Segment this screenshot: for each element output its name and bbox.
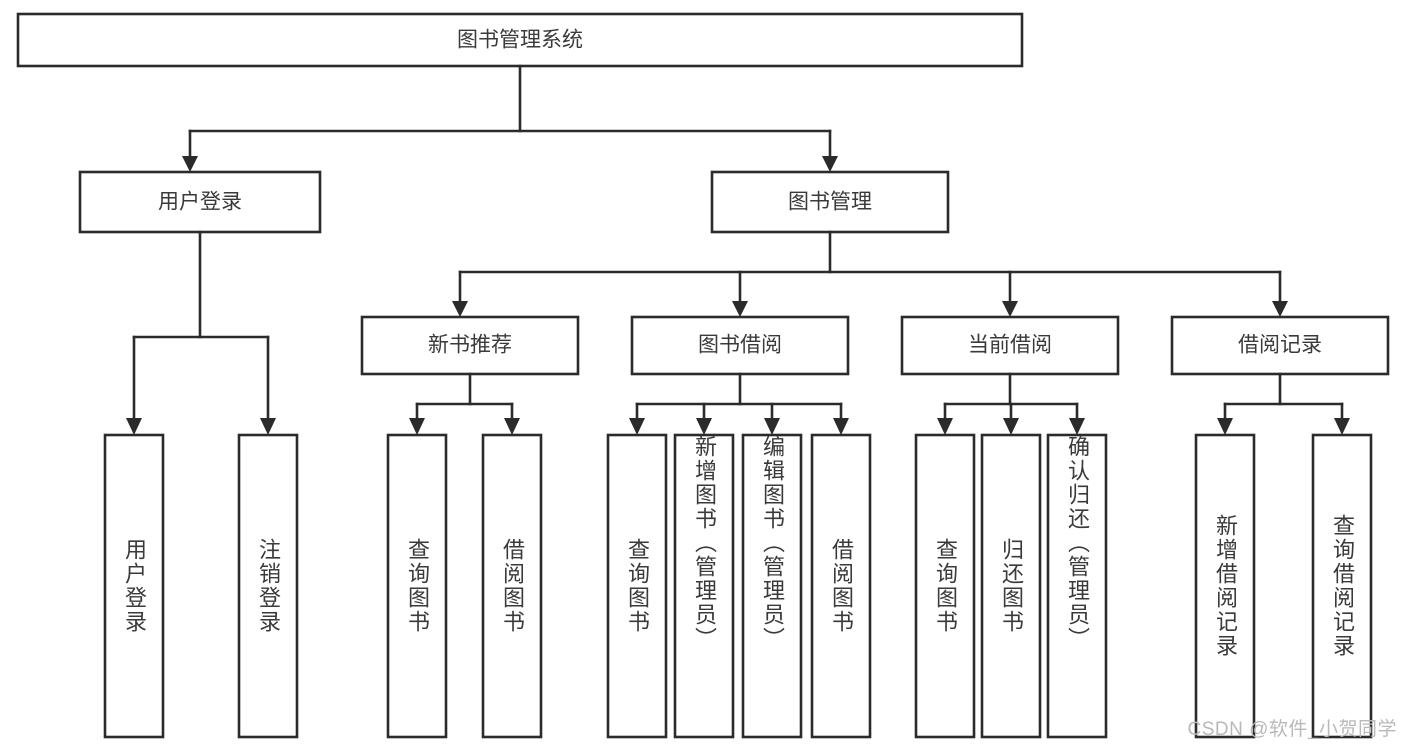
arrowhead-leaf-return-book xyxy=(1003,418,1019,435)
leaf-box-add-book[interactable] xyxy=(673,433,735,739)
arrowhead-leaf-user-logout xyxy=(260,418,276,435)
node-new-book-recommend[interactable]: 新书推荐 xyxy=(360,315,580,376)
leaf-box-borrow-book-1[interactable] xyxy=(481,433,543,739)
node-current-borrow-label: 当前借阅 xyxy=(968,334,1052,357)
arrowhead-current-borrow xyxy=(1002,301,1018,317)
node-root-label: 图书管理系统 xyxy=(457,29,583,52)
leaf-box-user-logout[interactable] xyxy=(237,433,299,739)
node-current-borrow[interactable]: 当前借阅 xyxy=(900,315,1120,376)
node-user-login[interactable]: 用户登录 xyxy=(78,170,322,234)
leaf-box-query-book-1[interactable] xyxy=(386,433,448,739)
node-book-management[interactable]: 图书管理 xyxy=(710,170,950,234)
arrowhead-book-borrow xyxy=(732,301,748,317)
arrowhead-leaf-query-book-3 xyxy=(937,418,953,435)
arrowhead-leaf-query-book-1 xyxy=(409,418,425,435)
arrowhead-leaf-query-book-2 xyxy=(629,418,645,435)
node-book-borrow[interactable]: 图书借阅 xyxy=(630,315,850,376)
leaf-box-query-book-3[interactable] xyxy=(914,433,976,739)
csdn-watermark: CSDN @软件_小贺同学 xyxy=(1187,719,1397,740)
node-borrow-record-label: 借阅记录 xyxy=(1238,334,1322,357)
arrowhead-leaf-edit-book xyxy=(764,418,780,435)
arrowhead-leaf-user-login xyxy=(126,418,142,435)
arrowhead-leaf-query-record xyxy=(1334,418,1350,435)
arrowhead-borrow-record xyxy=(1272,301,1288,317)
arrowhead-leaf-borrow-book-1 xyxy=(504,418,520,435)
arrowhead-user-login xyxy=(182,156,198,172)
node-book-borrow-label: 图书借阅 xyxy=(698,334,782,357)
leaf-box-add-record[interactable] xyxy=(1194,433,1256,739)
leaf-box-borrow-book-2[interactable] xyxy=(810,433,872,739)
node-user-login-label: 用户登录 xyxy=(158,191,242,214)
leaf-box-edit-book[interactable] xyxy=(741,433,803,739)
leaf-box-query-record[interactable] xyxy=(1311,433,1373,739)
arrowhead-new-book-recommend xyxy=(452,301,468,317)
leaf-box-return-book[interactable] xyxy=(980,433,1042,739)
arrowhead-book-management xyxy=(822,156,838,172)
node-borrow-record[interactable]: 借阅记录 xyxy=(1170,315,1390,376)
arrowhead-leaf-borrow-book-2 xyxy=(833,418,849,435)
leaf-box-user-login[interactable] xyxy=(103,433,165,739)
arrowhead-leaf-add-record xyxy=(1217,418,1233,435)
node-book-management-label: 图书管理 xyxy=(788,191,872,214)
leaf-box-confirm-return[interactable] xyxy=(1046,433,1108,739)
arrowhead-leaf-add-book xyxy=(696,418,712,435)
node-new-book-recommend-label: 新书推荐 xyxy=(428,334,512,357)
arrowhead-leaf-confirm-return xyxy=(1069,418,1085,435)
leaf-box-query-book-2[interactable] xyxy=(606,433,668,739)
node-root[interactable]: 图书管理系统 xyxy=(16,12,1024,68)
